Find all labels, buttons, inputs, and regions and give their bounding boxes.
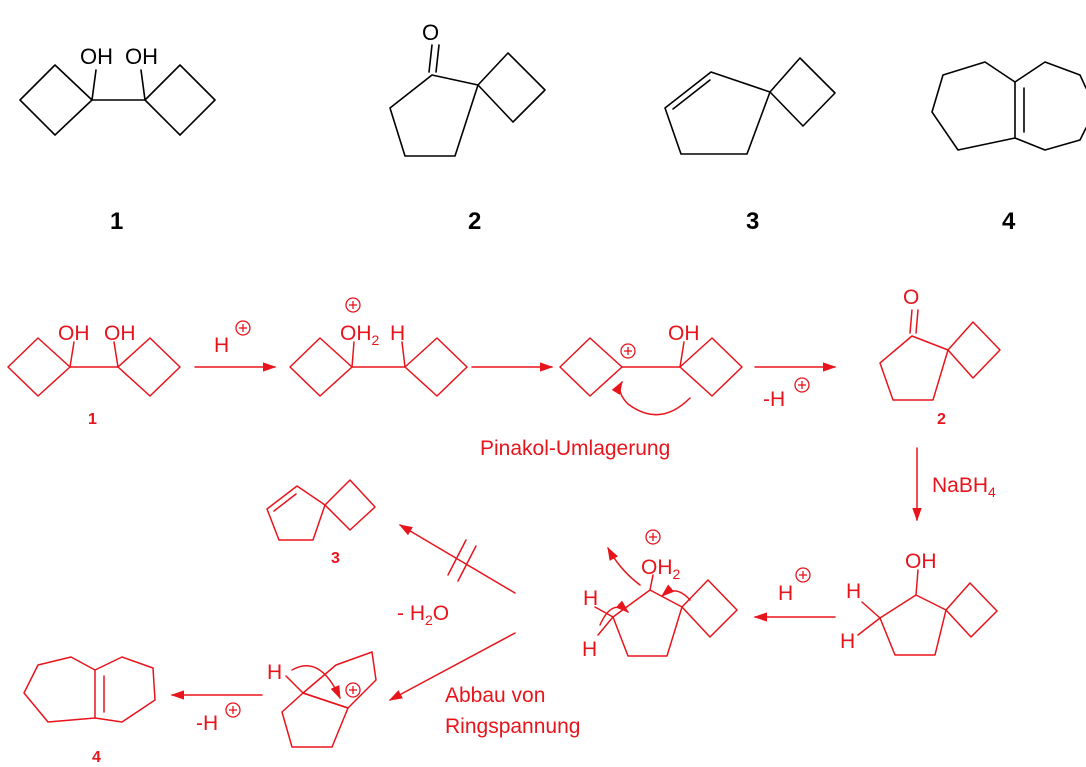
hydrogen-label: H xyxy=(583,587,598,610)
curved-arrow-icon xyxy=(291,665,341,700)
compound-2-structure: O xyxy=(389,20,546,157)
hydroxyl-label: OH xyxy=(905,550,937,573)
hydrogen-label: H xyxy=(582,638,597,661)
water-loss-label: - H2O xyxy=(397,602,449,628)
scheme-label-2: 2 xyxy=(937,411,946,428)
carbonyl-oxygen-label: O xyxy=(422,20,439,45)
hydroxyl-label: H xyxy=(390,322,405,345)
oxonium-label: OH2 xyxy=(641,556,681,582)
reaction-arrow-ring-expansion xyxy=(388,632,516,701)
compound-1-structure: OH OH xyxy=(19,44,216,136)
hydroxyl-label: OH xyxy=(104,322,136,345)
scheme-label-3: 3 xyxy=(331,550,340,567)
positive-charge-icon xyxy=(794,377,810,393)
oxonium-label: OH2 xyxy=(340,322,380,348)
compound-label-4: 4 xyxy=(1002,208,1016,235)
pinakol-rearrangement-label: Pinakol-Umlagerung xyxy=(480,437,670,460)
blocked-mark xyxy=(457,545,477,582)
curved-arrow-icon xyxy=(607,546,641,586)
hydroxyl-label: OH xyxy=(125,44,158,69)
blocked-mark xyxy=(447,539,467,576)
proton-label: H xyxy=(778,582,793,605)
hydrogen-label: H xyxy=(846,580,861,603)
compound-label-3: 3 xyxy=(746,208,759,235)
compound-label-1: 1 xyxy=(110,208,123,235)
hydroxyl-label: OH xyxy=(668,322,700,345)
scheme-protonated-diol: OH2 H xyxy=(289,297,468,397)
positive-charge-icon xyxy=(620,343,636,359)
curved-arrow-icon xyxy=(611,380,691,416)
positive-charge-icon xyxy=(225,702,241,718)
positive-charge-icon xyxy=(235,320,251,336)
ring-strain-label-line-2: Ringspannung xyxy=(445,715,580,738)
positive-charge-icon xyxy=(345,297,361,313)
hydrogen-label: H xyxy=(840,630,855,653)
proton-label: H xyxy=(214,334,229,357)
positive-charge-icon xyxy=(345,682,361,698)
compound-4-structure xyxy=(931,61,1086,151)
curved-arrow-icon xyxy=(660,584,691,601)
ring-strain-label-line-1: Abbau von xyxy=(445,684,545,707)
compound-label-2: 2 xyxy=(468,208,481,235)
deprotonation-label: -H xyxy=(763,388,785,411)
compound-3-structure xyxy=(664,57,836,155)
hydroxyl-label: OH xyxy=(58,322,90,345)
reducing-agent-label: NaBH4 xyxy=(932,474,996,500)
scheme-compound-3: 3 xyxy=(266,479,376,567)
positive-charge-icon xyxy=(795,567,811,583)
reaction-arrow-blocked xyxy=(398,524,516,594)
scheme-compound-2: O 2 xyxy=(879,286,1001,428)
curved-arrow-icon xyxy=(599,600,630,626)
scheme-bicyclic-cation: H xyxy=(267,651,377,748)
scheme-compound-4: 4 xyxy=(23,656,156,766)
scheme-compound-1: OH OH 1 xyxy=(7,322,181,428)
deprotonation-label: -H xyxy=(196,712,218,735)
scheme-oxonium-ion: OH2 H H xyxy=(582,529,738,661)
scheme-label-4: 4 xyxy=(92,749,101,766)
hydroxyl-label: OH xyxy=(80,44,113,69)
scheme-alcohol: OH H H xyxy=(840,550,998,656)
scheme-label-1: 1 xyxy=(88,411,97,428)
carbonyl-oxygen-label: O xyxy=(903,286,919,309)
positive-charge-icon xyxy=(645,529,661,545)
scheme-carbocation: OH xyxy=(559,322,743,416)
hydrogen-label: H xyxy=(267,661,282,684)
